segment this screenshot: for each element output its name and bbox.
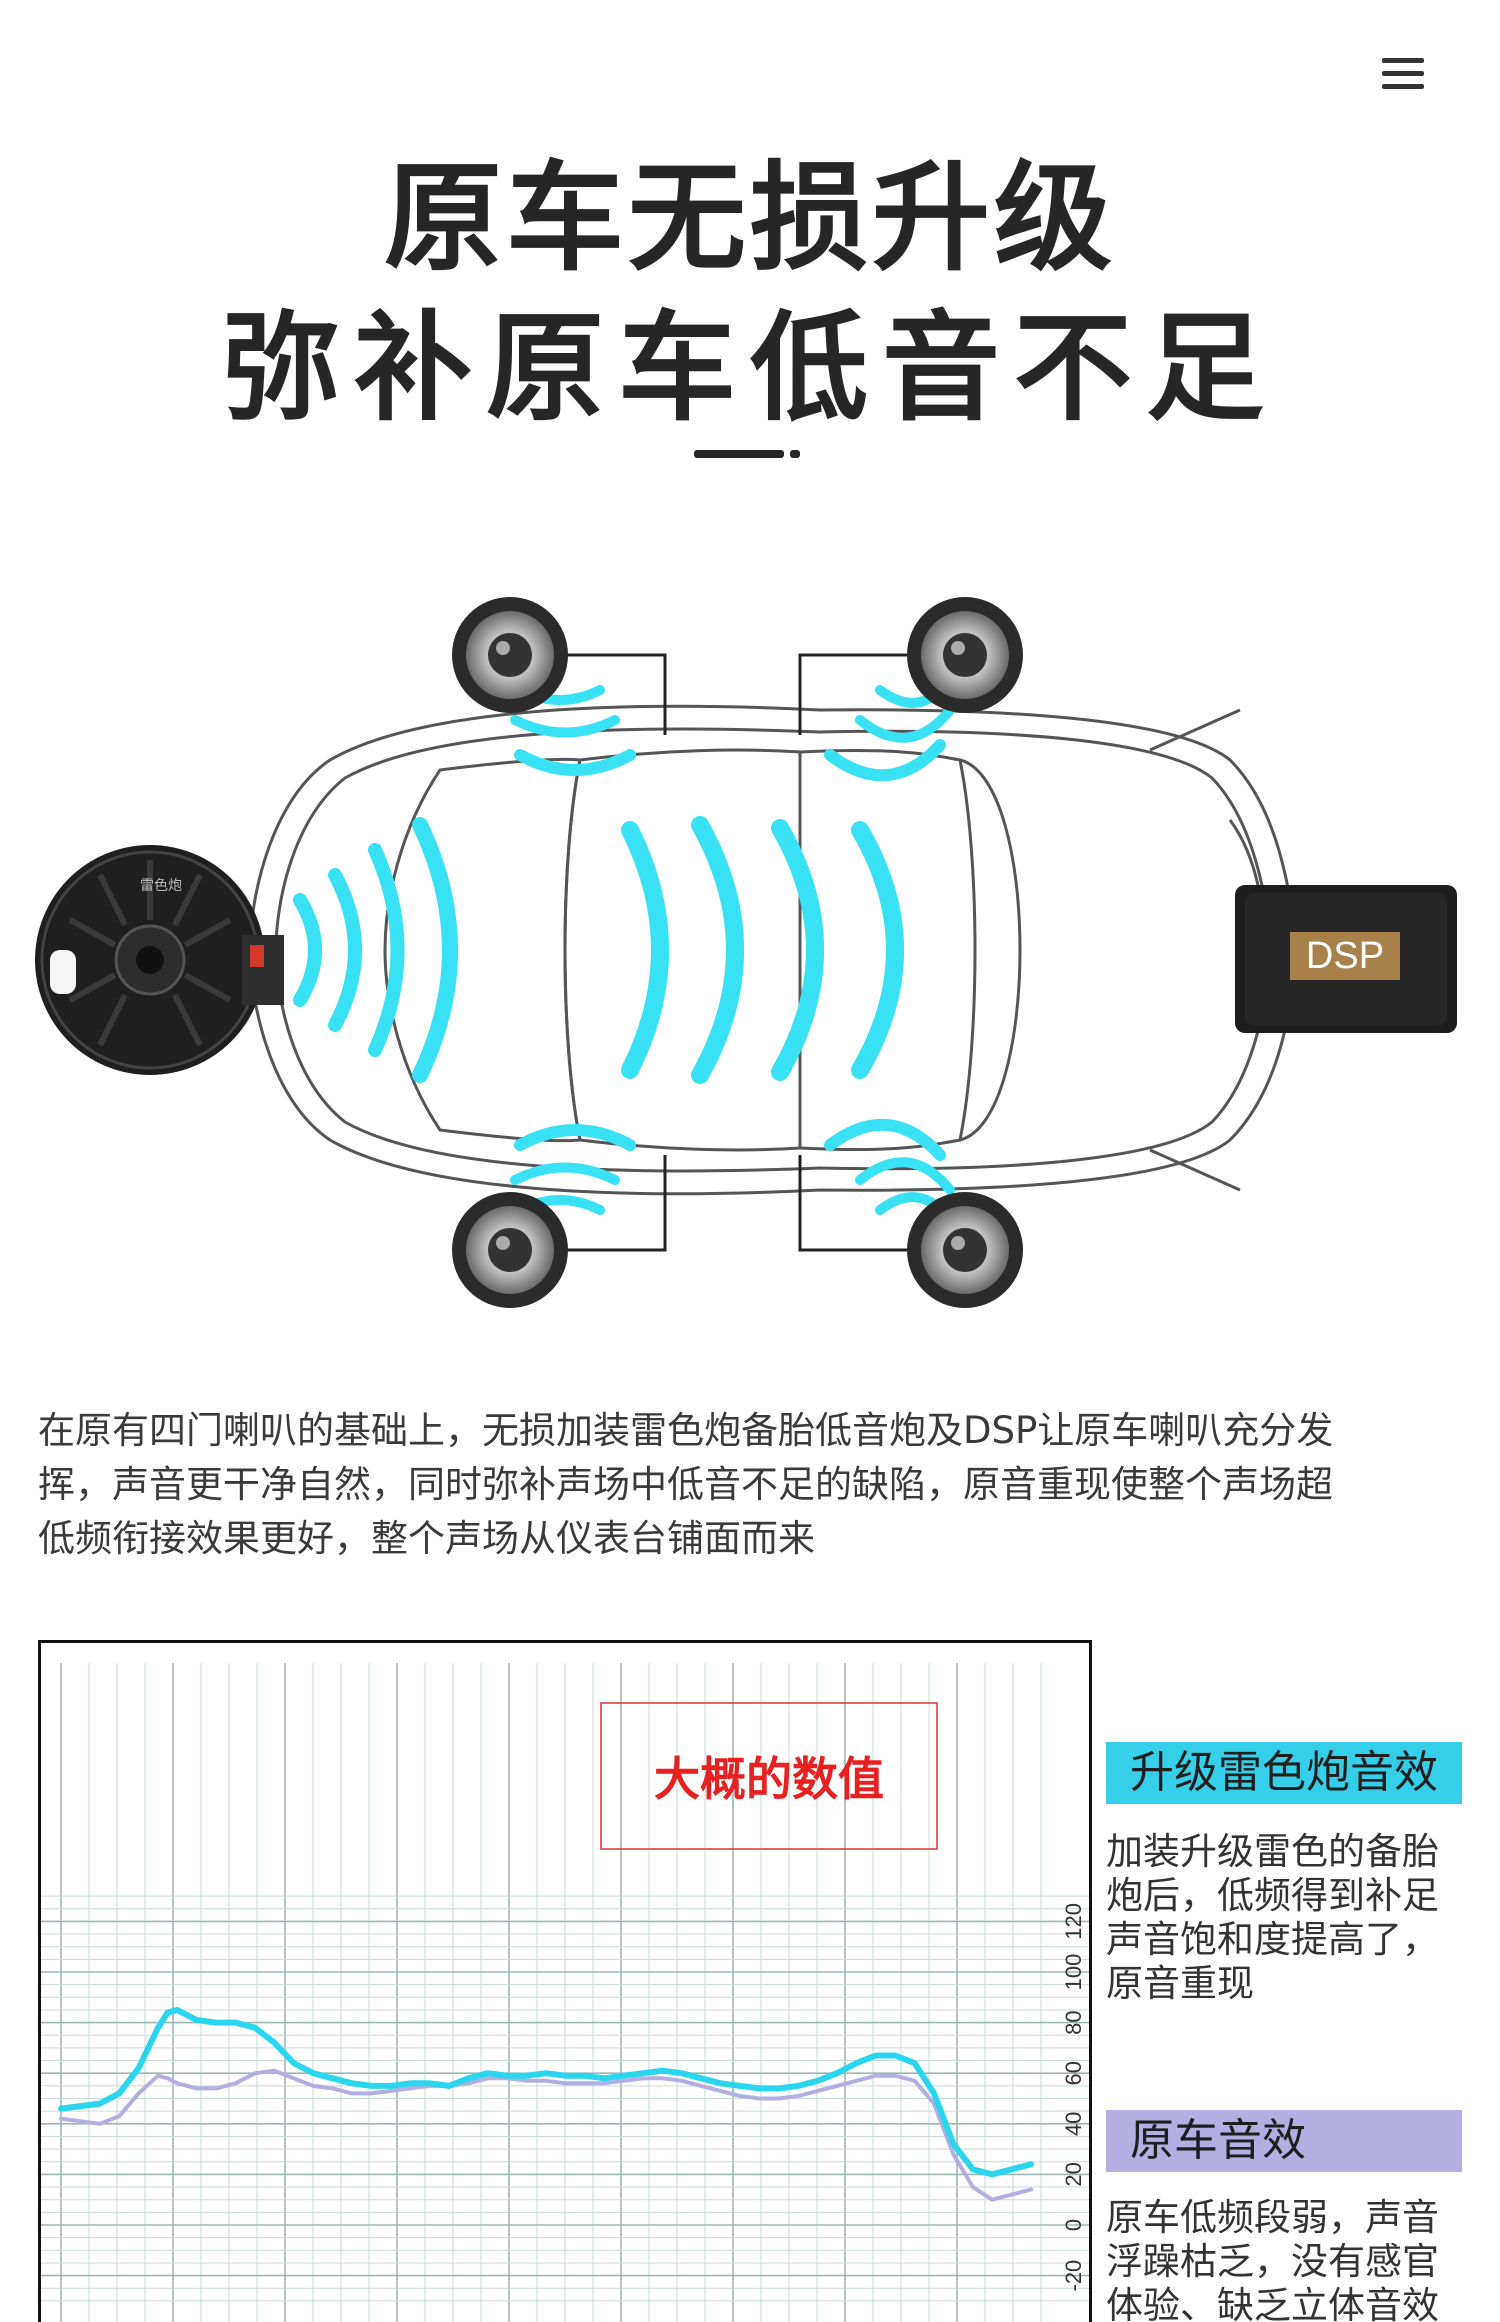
chart-grid [41,1663,1089,2322]
y-tick-label: 20 [1061,2162,1086,2186]
product-description: 在原有四门喇叭的基础上，无损加装雷色炮备胎低音炮及DSP让原车喇叭充分发挥，声音… [38,1409,1334,1560]
page-title-line1: 原车无损升级 [383,149,1116,287]
y-tick-label: 40 [1061,2112,1086,2136]
series-line [58,2007,1034,2178]
chart-annotation: 大概的数值 [654,1753,884,1805]
y-tick-label: -20 [1061,2260,1086,2292]
y-tick-label: 60 [1061,2061,1086,2085]
sound-waves [293,675,955,1225]
legend-upgrade-text: 加装升级雷色的备胎 炮后，低频得到补足 声音饱和度提高了， 原音重现 [1106,1830,1439,2005]
svg-text:雷色炮: 雷色炮 [140,877,182,893]
frequency-chart-svg: 120 100 80 60 40 20 0 -20 大概的数值 [41,1663,1089,2322]
spare-tire-subwoofer-icon: 雷色炮 [35,845,284,1075]
speaker-front-left-icon [452,597,568,713]
dsp-label: DSP [1306,935,1384,977]
chart-series [58,2007,1034,2202]
legend-original-title: 原车音效 [1106,2110,1462,2172]
y-tick-label: 120 [1061,1903,1086,1940]
y-tick-label: 80 [1061,2010,1086,2034]
annotation-box [600,1702,938,1850]
legend-upgrade-title: 升级雷色炮音效 [1106,1742,1462,1804]
title-divider [694,450,784,458]
speaker-rear-right-icon [907,1192,1023,1308]
page-title-line2: 弥补原车低音不足 [221,299,1278,437]
y-tick-label: 100 [1061,1954,1086,1991]
speaker-wires [540,653,930,1252]
car-speaker-diagram: 雷色炮 DSP [35,597,1457,1308]
y-tick-label: 0 [1061,2219,1086,2231]
speaker-front-right-icon [907,597,1023,713]
hamburger-menu-icon[interactable] [1380,54,1432,98]
legend-original-text: 原车低频段弱，声音 浮躁枯乏，没有感官 体验、缺乏立体音效 [1106,2196,1439,2322]
speaker-rear-left-icon [452,1192,568,1308]
chart-y-ticks: 120 100 80 60 40 20 0 -20 [1061,1903,1086,2291]
series-line [59,2068,1033,2202]
dsp-module-icon: DSP [1235,885,1457,1033]
frequency-response-chart: 120 100 80 60 40 20 0 -20 大概的数值 [38,1640,1092,2322]
title-divider-dot [790,450,800,458]
car-outline [248,704,1297,1196]
